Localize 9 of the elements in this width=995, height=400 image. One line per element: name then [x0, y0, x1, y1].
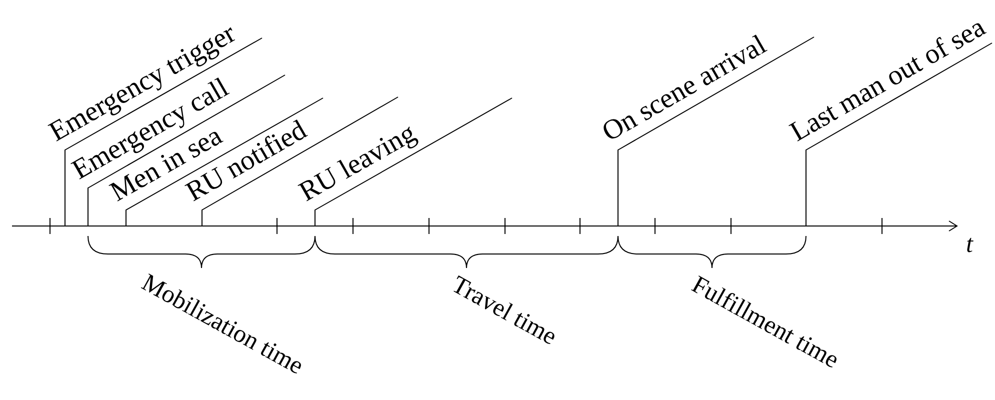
leader-line	[202, 96, 398, 226]
event-label: Last man out of sea	[786, 13, 990, 147]
leader-line	[126, 98, 324, 226]
leader-line	[314, 98, 512, 226]
leader-line	[64, 38, 262, 226]
leader-line	[618, 36, 814, 226]
leader-line	[806, 42, 992, 226]
axis-label: t	[966, 232, 973, 257]
leader-line	[88, 74, 286, 226]
